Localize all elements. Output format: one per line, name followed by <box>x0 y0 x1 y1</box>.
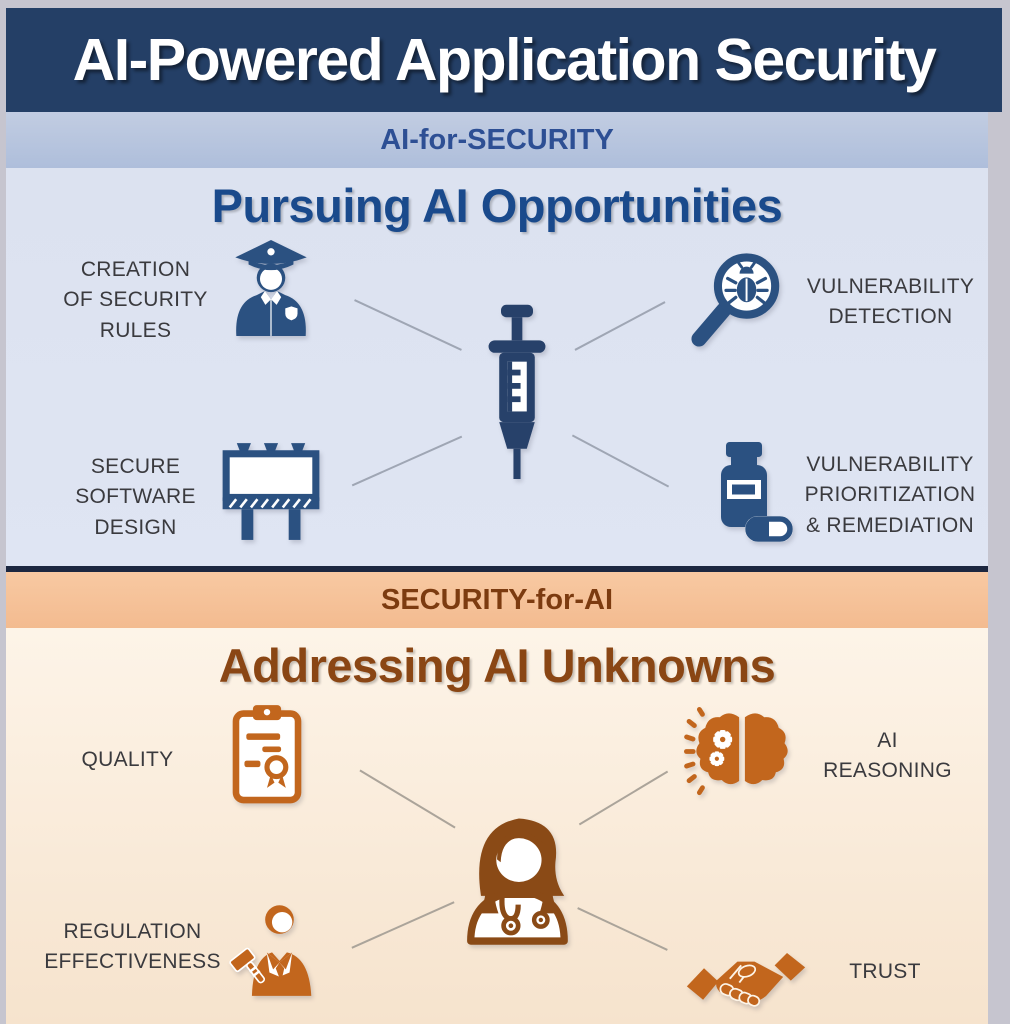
section-divider <box>6 566 988 572</box>
band-security-for-ai-label: SECURITY-for-AI <box>381 583 613 616</box>
judge-gavel-icon <box>229 905 312 996</box>
label-ai-reasoning: AI REASONING <box>823 729 952 783</box>
label-trust: TRUST <box>849 960 921 983</box>
label-vulnerability-prioritization: VULNERABILITY PRIORITIZATION & REMEDIATI… <box>804 453 976 537</box>
page-title: AI-Powered Application Security <box>72 27 937 93</box>
label-quality: QUALITY <box>81 748 174 771</box>
doctor-icon <box>467 818 568 945</box>
pill-bottle-icon <box>721 442 793 542</box>
label-vulnerability-detection: VULNERABILITY DETECTION <box>806 275 975 329</box>
band-ai-for-security: AI-for-SECURITY <box>6 112 988 168</box>
clipboard-certificate-icon <box>232 705 302 804</box>
magnifier-bug-icon <box>691 253 780 347</box>
header-banner: AI-Powered Application Security <box>6 8 1002 112</box>
syringe-icon <box>488 304 546 479</box>
band-security-for-ai: SECURITY-for-AI <box>6 572 988 628</box>
label-regulation-effectiveness: REGULATION EFFECTIVENESS <box>44 920 221 974</box>
brain-gears-icon <box>684 707 788 796</box>
police-officer-icon <box>235 240 307 336</box>
section-heading-pursuing-ai: Pursuing AI Opportunities <box>211 179 783 232</box>
section-heading-addressing-ai: Addressing AI Unknowns <box>218 639 776 692</box>
label-secure-software-design: SECURE SOFTWARE DESIGN <box>75 455 196 539</box>
billboard-icon <box>222 443 320 540</box>
section-ai-for-security <box>6 168 988 566</box>
handshake-icon <box>686 953 806 1007</box>
label-creation-of-security-rules: CREATION OF SECURITY RULES <box>63 258 208 342</box>
section-security-for-ai <box>6 628 988 1024</box>
band-ai-for-security-label: AI-for-SECURITY <box>380 123 614 156</box>
